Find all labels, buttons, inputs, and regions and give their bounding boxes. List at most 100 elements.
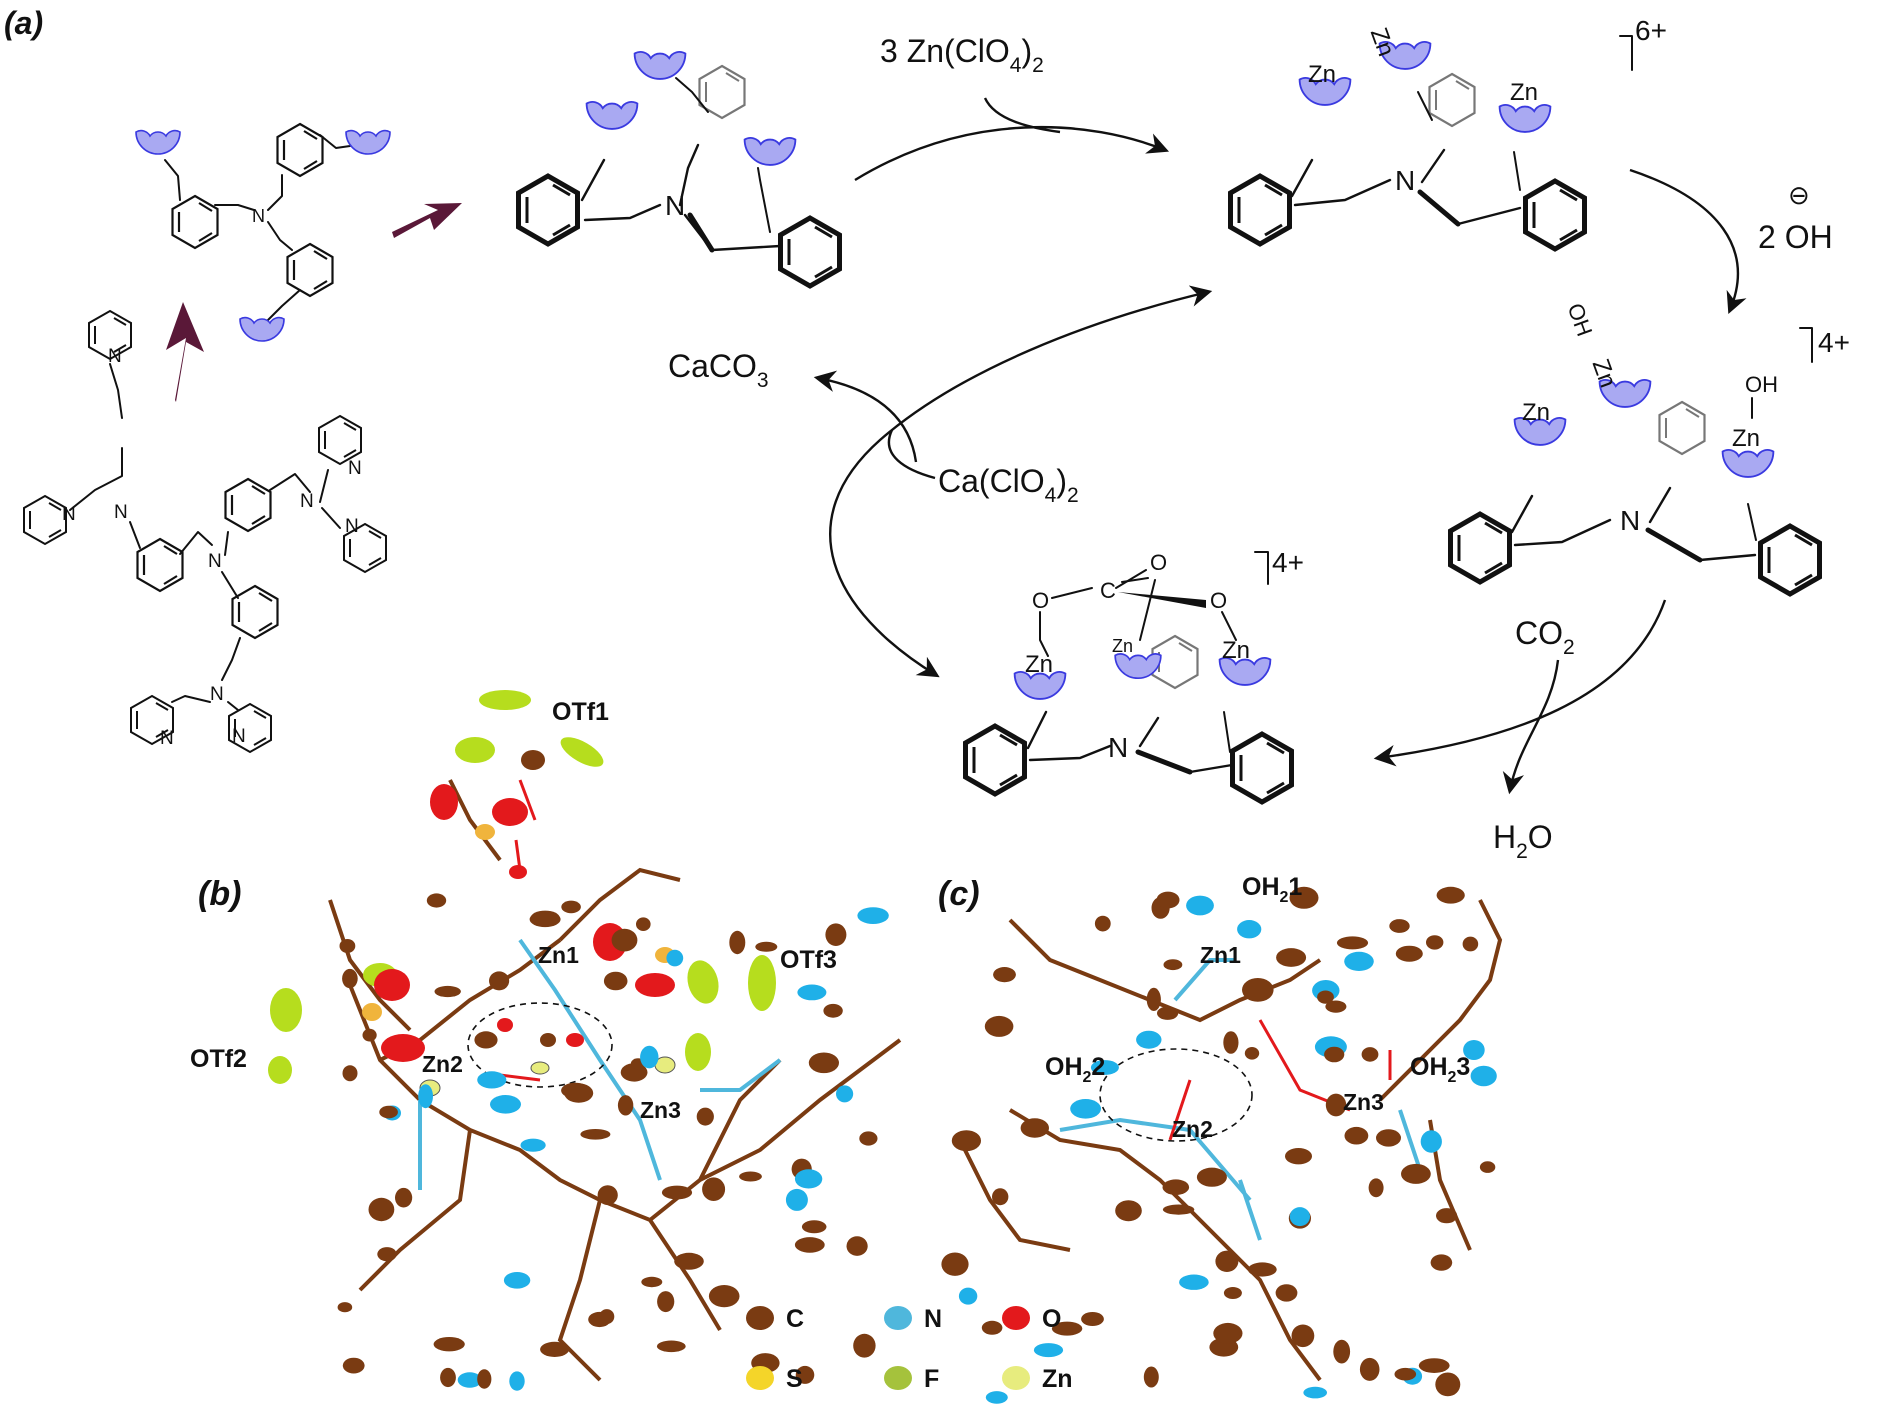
reagent-hydroxide: 2 OH bbox=[1758, 219, 1833, 255]
atom-c bbox=[540, 1341, 570, 1357]
atom-c bbox=[377, 1247, 397, 1262]
panel-label-a: (a) bbox=[4, 5, 43, 41]
atom-c bbox=[1196, 1167, 1227, 1187]
atom-n bbox=[457, 1372, 482, 1388]
atom-c bbox=[342, 1357, 365, 1374]
label-oh2-1: OH21 bbox=[1242, 873, 1302, 906]
crystal-structure-c bbox=[941, 886, 1503, 1404]
atom-n bbox=[1303, 1386, 1327, 1399]
zn-reagent-line bbox=[983, 97, 1061, 134]
label-zn2-c: Zn2 bbox=[1172, 1116, 1213, 1142]
atom-c bbox=[641, 1276, 663, 1288]
legend-swatch-s bbox=[746, 1366, 774, 1390]
atom-c bbox=[1215, 1250, 1239, 1273]
atom-c bbox=[1244, 1047, 1260, 1060]
pyridine-n-label: N bbox=[348, 458, 362, 479]
atom-c bbox=[1213, 1322, 1243, 1344]
crystal-structure-b bbox=[268, 690, 902, 1391]
label-zn2-b: Zn2 bbox=[422, 1051, 463, 1077]
atom-c bbox=[981, 1320, 1003, 1335]
panel-label-c: (c) bbox=[938, 875, 980, 913]
atom-c bbox=[1143, 1366, 1159, 1388]
atom-c bbox=[603, 971, 628, 991]
atom-c bbox=[993, 967, 1016, 983]
atom-n bbox=[1470, 1065, 1497, 1087]
atom-n bbox=[666, 949, 684, 967]
atom-c bbox=[561, 900, 581, 914]
atom-c bbox=[339, 939, 356, 953]
carbonate-n-label: N bbox=[1108, 732, 1128, 763]
label-zn1-b: Zn1 bbox=[538, 942, 579, 968]
legend-swatch-c bbox=[746, 1306, 774, 1330]
free-receptor: N bbox=[519, 50, 840, 286]
carbonate-c-label: C bbox=[1100, 578, 1116, 603]
atom-c bbox=[951, 1130, 982, 1152]
atom-c bbox=[597, 1185, 618, 1205]
caco3-arrow bbox=[813, 370, 918, 463]
atom-c bbox=[1247, 1262, 1277, 1277]
atom-c bbox=[1275, 1284, 1298, 1302]
atom-c bbox=[708, 1285, 740, 1308]
atom-c bbox=[1426, 935, 1444, 950]
zn-label: Zn bbox=[1025, 651, 1053, 678]
pyridine-n-label: N bbox=[160, 728, 174, 749]
atom-c bbox=[1051, 1321, 1083, 1336]
cycle-arrow-co2 bbox=[1373, 599, 1667, 767]
receptor-n-label: N bbox=[665, 190, 685, 221]
atom-n bbox=[794, 1169, 823, 1189]
central-n-label: N bbox=[208, 551, 222, 572]
atom-c bbox=[1157, 1006, 1179, 1020]
schematic-n-label: N bbox=[252, 206, 265, 226]
atom-n bbox=[1090, 1060, 1119, 1075]
atom-c bbox=[1401, 1163, 1431, 1184]
legend-swatch-n bbox=[884, 1306, 912, 1330]
atom-c bbox=[1325, 1000, 1347, 1013]
atom-c bbox=[611, 928, 638, 952]
atom-n bbox=[1420, 1130, 1442, 1153]
atom-c bbox=[823, 1003, 843, 1018]
zn-label: Zn bbox=[1308, 61, 1336, 88]
atom-c bbox=[1336, 936, 1369, 950]
atom-c bbox=[1389, 919, 1410, 933]
atom-c bbox=[696, 1107, 714, 1126]
product-caco3: CaCO3 bbox=[668, 348, 769, 392]
atom-n bbox=[490, 1095, 521, 1114]
atom-c bbox=[1333, 1339, 1351, 1364]
label-oh2-3: OH23 bbox=[1410, 1053, 1470, 1086]
atom-c bbox=[1368, 1178, 1384, 1198]
atom-n bbox=[797, 984, 827, 1001]
atom-n bbox=[520, 1138, 546, 1152]
atom-c bbox=[661, 1185, 693, 1200]
ligand-structure: N N N N N N N N N N bbox=[23, 310, 387, 753]
atom-c bbox=[1156, 891, 1180, 909]
atom-c bbox=[859, 1131, 878, 1146]
atom-c bbox=[1462, 936, 1479, 952]
atom-n bbox=[503, 1272, 531, 1289]
atom-n bbox=[509, 1371, 525, 1391]
atom-n bbox=[1033, 1343, 1064, 1358]
atom-c bbox=[825, 923, 847, 946]
atom-n bbox=[1179, 1274, 1209, 1290]
atom-c bbox=[1430, 1254, 1453, 1271]
atom-c bbox=[599, 1309, 615, 1325]
atom-c bbox=[992, 1188, 1009, 1206]
synthesis-arrow-right bbox=[392, 203, 462, 238]
cycle-arrow-oh bbox=[1629, 168, 1747, 314]
atom-c bbox=[1163, 959, 1183, 971]
charge-4plus: 4+ bbox=[1272, 547, 1304, 578]
amine-n-label: N bbox=[114, 502, 128, 523]
atom-c bbox=[702, 1177, 726, 1201]
atom-n bbox=[1344, 951, 1374, 972]
atom-c bbox=[379, 1105, 398, 1119]
atom-n bbox=[1070, 1099, 1101, 1119]
atom-n bbox=[640, 1045, 659, 1069]
atom-c bbox=[1418, 1358, 1450, 1373]
zn3-complex: N Zn Zn Zn 6+ bbox=[1231, 15, 1667, 249]
atom-zn bbox=[530, 1061, 550, 1075]
element-legend: C N O S F Zn bbox=[746, 1305, 1073, 1393]
atom-c bbox=[530, 910, 560, 925]
atom-c bbox=[580, 1129, 611, 1140]
atom-c bbox=[434, 985, 461, 998]
zn-label: Zn bbox=[1732, 425, 1760, 452]
